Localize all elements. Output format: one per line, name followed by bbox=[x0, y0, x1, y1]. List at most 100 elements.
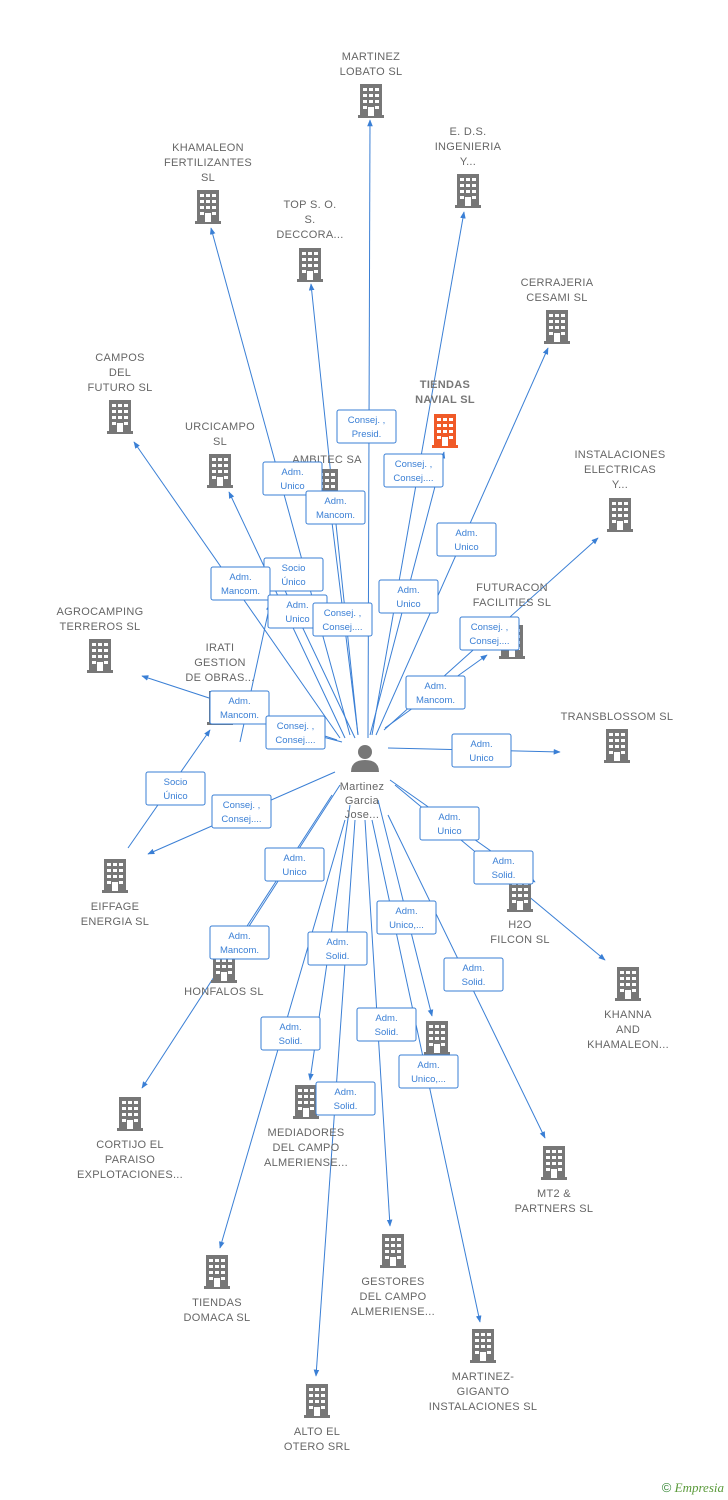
company-label-line: PARAISO bbox=[105, 1154, 155, 1166]
company-node-cortijo[interactable]: CORTIJO ELPARAISOEXPLOTACIONES... bbox=[77, 1097, 183, 1181]
role-badge[interactable]: Adm. Unico bbox=[262, 461, 323, 496]
company-label-line: TRANSBLOSSOM SL bbox=[561, 711, 674, 723]
role-badge[interactable]: Adm.Mancom. bbox=[209, 690, 270, 725]
company-node-transblossom[interactable]: TRANSBLOSSOM SL bbox=[561, 711, 674, 763]
role-badge-text: Adm. bbox=[281, 467, 303, 478]
role-badge[interactable]: Adm.Mancom. bbox=[209, 925, 270, 960]
role-badge[interactable]: Consej. ,Consej.... bbox=[459, 616, 520, 651]
company-label-line: TIENDAS bbox=[192, 1297, 242, 1309]
role-badge[interactable]: Adm.Unico bbox=[419, 806, 480, 841]
building-icon bbox=[424, 1021, 450, 1055]
role-badge-text: Adm. bbox=[492, 856, 514, 867]
company-label-line: E. D.S. bbox=[450, 126, 487, 138]
role-badge[interactable]: Adm.Unico,... bbox=[376, 900, 437, 935]
company-label-line: HONFALOS SL bbox=[184, 986, 264, 998]
role-badge[interactable]: Adm.Solid. bbox=[315, 1081, 376, 1116]
role-badge-text: Socio bbox=[164, 777, 188, 788]
role-badge-box bbox=[398, 1054, 459, 1089]
role-badge-box bbox=[383, 453, 444, 488]
building-icon bbox=[102, 859, 128, 893]
role-badge[interactable]: Adm.Solid. bbox=[307, 931, 368, 966]
building-icon bbox=[107, 400, 133, 434]
building-icon bbox=[470, 1329, 496, 1363]
company-node-instalaciones[interactable]: INSTALACIONESELECTRICASY... bbox=[574, 449, 665, 532]
role-badge[interactable]: Adm.Mancom. bbox=[210, 566, 271, 601]
role-badge-text: Consej.... bbox=[393, 473, 433, 484]
role-badge-box bbox=[336, 409, 397, 444]
role-badge-text: Unico bbox=[396, 599, 420, 610]
role-badge-box bbox=[451, 733, 512, 768]
role-badge[interactable]: Consej. ,Consej.... bbox=[211, 794, 272, 829]
role-badge-text: Consej.... bbox=[469, 636, 509, 647]
role-badge-text: Mancom. bbox=[416, 695, 455, 706]
role-badge[interactable]: Adm.Unico bbox=[451, 733, 512, 768]
building-icon bbox=[380, 1234, 406, 1268]
role-badge[interactable]: Adm.Unico bbox=[378, 579, 439, 614]
role-badge[interactable]: Adm.Unico,... bbox=[398, 1054, 459, 1089]
role-badge[interactable]: Consej. ,Presid. bbox=[336, 409, 397, 444]
company-label-line: TIENDAS bbox=[420, 379, 470, 391]
role-badge-text: Solid. bbox=[326, 951, 350, 962]
company-label-line: ALMERIENSE... bbox=[264, 1157, 348, 1169]
company-label-line: OTERO SRL bbox=[284, 1441, 350, 1453]
role-badge[interactable]: Adm.Unico bbox=[436, 522, 497, 557]
role-badge[interactable]: Adm.Solid. bbox=[473, 850, 534, 885]
role-badge[interactable]: Adm. Solid. bbox=[356, 1007, 417, 1042]
building-icon bbox=[293, 1085, 319, 1119]
building-icon bbox=[204, 1255, 230, 1289]
role-badge[interactable]: Adm.Unico bbox=[264, 847, 325, 882]
company-label-line: ALMERIENSE... bbox=[351, 1306, 435, 1318]
building-icon bbox=[541, 1146, 567, 1180]
role-badge[interactable]: Adm.Solid. bbox=[260, 1016, 321, 1051]
role-badge-text: Mancom. bbox=[316, 510, 355, 521]
role-badge[interactable]: Adm. Mancom. bbox=[305, 490, 366, 525]
role-badge[interactable]: Consej. ,Consej.... bbox=[312, 602, 373, 637]
company-label-line: Y... bbox=[460, 156, 476, 168]
role-badge-text: Adm. bbox=[283, 853, 305, 864]
role-badge-text: Solid. bbox=[375, 1027, 399, 1038]
role-badge[interactable]: Consej. ,Consej.... bbox=[265, 715, 326, 750]
company-label-line: SL bbox=[213, 436, 227, 448]
company-label-line: GESTORES bbox=[361, 1276, 424, 1288]
role-badge-text: Adm. bbox=[375, 1013, 397, 1024]
company-node-eds[interactable]: E. D.S. INGENIERIA Y... bbox=[435, 126, 502, 208]
building-icon bbox=[195, 190, 221, 224]
role-badge-text: Unico bbox=[280, 481, 304, 492]
center-person-node[interactable]: Martinez Garcia Jose... bbox=[340, 745, 385, 821]
role-badge[interactable]: Adm.Mancom. bbox=[405, 675, 466, 710]
building-icon bbox=[604, 729, 630, 763]
role-badge-text: Adm. bbox=[395, 906, 417, 917]
company-label-line: INGENIERIA bbox=[435, 141, 502, 153]
brand-logo[interactable]: Empresia bbox=[674, 1480, 724, 1495]
role-badge[interactable]: Consej. ,Consej.... bbox=[383, 453, 444, 488]
role-badge[interactable]: Adm.Solid. bbox=[443, 957, 504, 992]
company-node-mt2[interactable]: MT2 &PARTNERS SL bbox=[515, 1146, 594, 1215]
company-node-top-so[interactable]: TOP S. O.S.DECCORA... bbox=[276, 199, 343, 282]
role-badge-text: Adm. bbox=[324, 496, 346, 507]
company-node-honfalos[interactable]: HONFALOS SL bbox=[184, 949, 264, 998]
company-node-khanna[interactable]: KHANNAANDKHAMALEON... bbox=[587, 967, 669, 1051]
role-badge-box bbox=[436, 522, 497, 557]
center-label-line-3: Jose... bbox=[345, 809, 380, 821]
company-label-line: FUTURACON bbox=[476, 582, 548, 594]
role-badge-text: Adm. bbox=[279, 1022, 301, 1033]
